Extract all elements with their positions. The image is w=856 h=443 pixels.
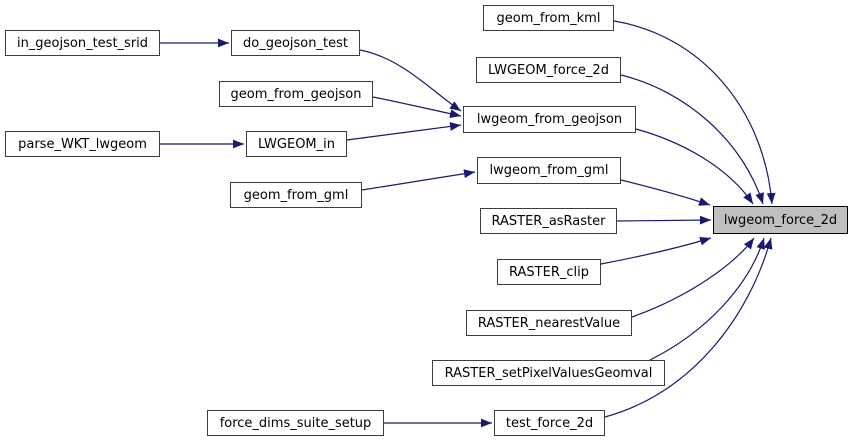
node-do_geojson_test[interactable]: do_geojson_test xyxy=(231,30,360,56)
edge-RASTER_clip-to-lwgeom_force_2d xyxy=(600,236,712,265)
node-geom_from_geojson[interactable]: geom_from_geojson xyxy=(219,81,373,107)
node-geom_from_gml[interactable]: geom_from_gml xyxy=(230,182,362,208)
edge-geom_from_kml-to-lwgeom_force_2d xyxy=(613,20,776,205)
edge-lwgeom_from_geojson-to-lwgeom_force_2d xyxy=(635,128,754,205)
node-lwgeom_from_gml[interactable]: lwgeom_from_gml xyxy=(477,157,621,184)
node-RASTER_setPixelValuesGeomval[interactable]: RASTER_setPixelValuesGeomval xyxy=(432,360,665,386)
edge-LWGEOM_in-to-lwgeom_from_geojson xyxy=(346,122,462,141)
edge-test_force_2d-to-lwgeom_force_2d xyxy=(604,237,773,418)
edge-LWGEOM_force_2d-to-lwgeom_force_2d xyxy=(620,74,764,205)
node-force_dims_suite_setup[interactable]: force_dims_suite_setup xyxy=(207,410,384,436)
node-test_force_2d[interactable]: test_force_2d xyxy=(494,410,605,436)
node-RASTER_nearestValue[interactable]: RASTER_nearestValue xyxy=(466,310,632,336)
node-lwgeom_from_geojson[interactable]: lwgeom_from_geojson xyxy=(463,106,636,133)
edge-RASTER_asRaster-to-lwgeom_force_2d xyxy=(616,215,712,225)
edge-do_geojson_test-to-lwgeom_from_geojson xyxy=(359,49,462,112)
edge-geom_from_geojson-to-lwgeom_from_geojson xyxy=(372,96,462,118)
node-RASTER_asRaster[interactable]: RASTER_asRaster xyxy=(480,208,617,234)
node-parse_WKT_lwgeom[interactable]: parse_WKT_lwgeom xyxy=(5,131,160,157)
node-in_geojson_test_srid[interactable]: in_geojson_test_srid xyxy=(5,30,160,56)
node-RASTER_clip[interactable]: RASTER_clip xyxy=(497,259,601,285)
edge-RASTER_nearestValue-to-lwgeom_force_2d xyxy=(631,237,755,318)
node-geom_from_kml[interactable]: geom_from_kml xyxy=(483,5,614,31)
node-LWGEOM_in[interactable]: LWGEOM_in xyxy=(246,131,347,157)
edge-lwgeom_from_gml-to-lwgeom_force_2d xyxy=(620,179,711,206)
node-LWGEOM_force_2d[interactable]: LWGEOM_force_2d xyxy=(476,57,621,83)
node-lwgeom_force_2d: lwgeom_force_2d xyxy=(713,206,848,234)
edge-geom_from_gml-to-lwgeom_from_gml xyxy=(361,169,476,191)
edge-RASTER_setPixelValuesGeomval-to-lwgeom_force_2d xyxy=(649,237,765,361)
